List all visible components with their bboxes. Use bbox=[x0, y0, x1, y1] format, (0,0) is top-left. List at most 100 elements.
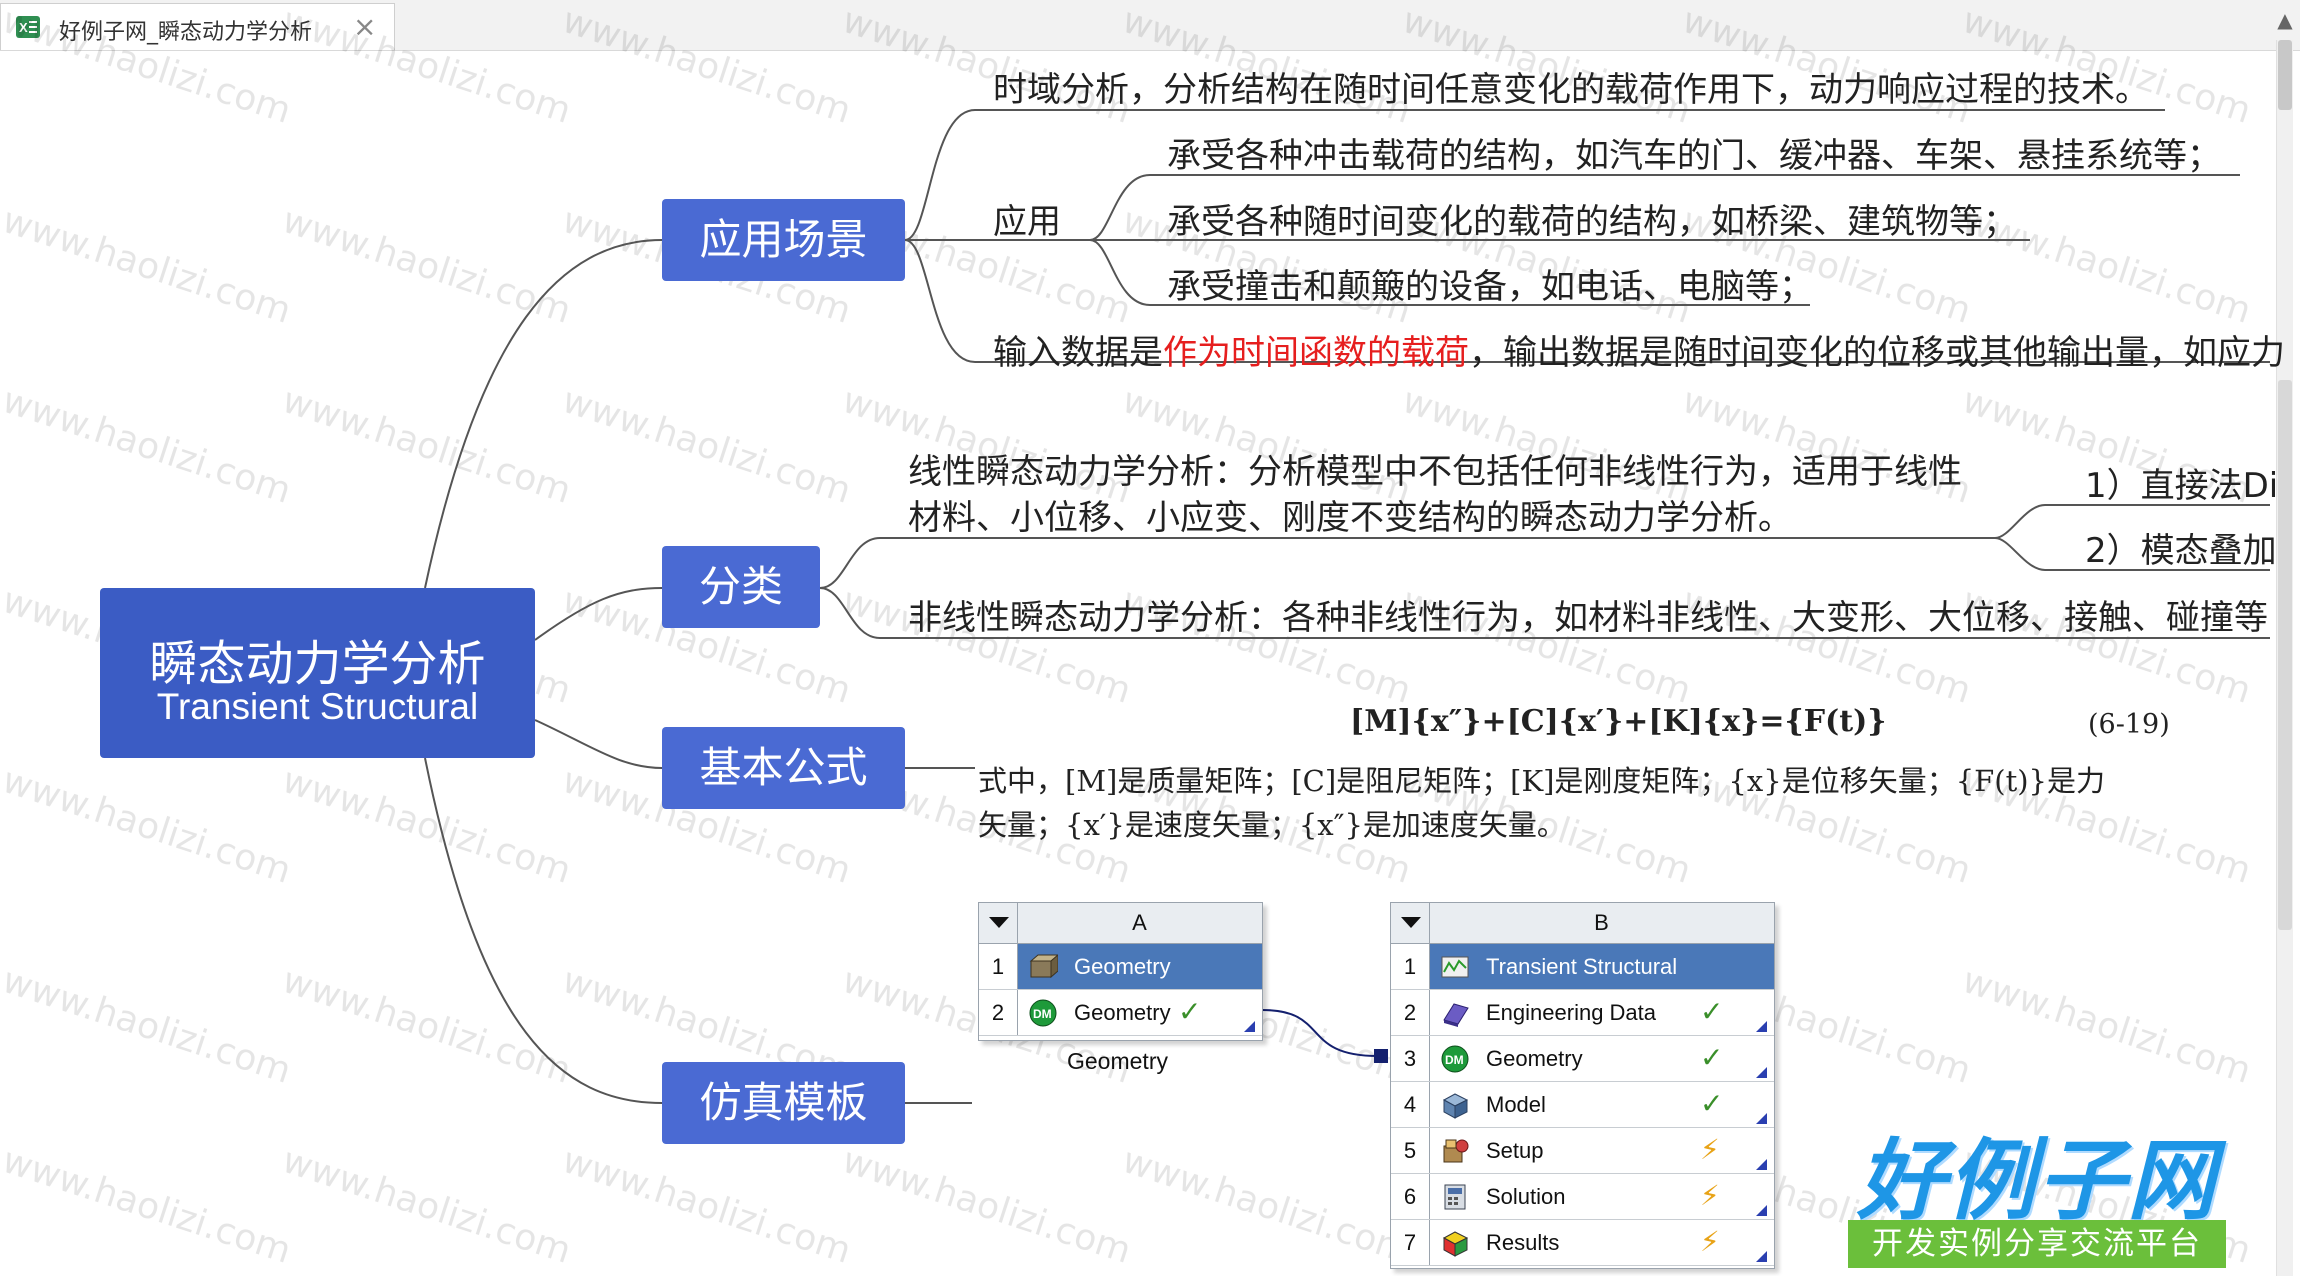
cell-corner-triangle-icon[interactable] bbox=[1756, 1021, 1767, 1032]
application-item-1[interactable]: 承受各种冲击载荷的结构，如汽车的门、缓冲器、车架、悬挂系统等； bbox=[1167, 136, 2221, 176]
cell-row[interactable]: 2 DM Geometry ✓ bbox=[979, 990, 1262, 1036]
cell-label: Geometry bbox=[1074, 954, 1171, 979]
subtopic-definition[interactable]: 时域分析，分析结构在随时间任意变化的载荷作用下，动力响应过程的技术。 bbox=[993, 70, 2149, 110]
io-highlight: 作为时间函数的载荷 bbox=[1163, 333, 1469, 373]
solution-icon bbox=[1440, 1182, 1470, 1212]
tab-close-icon[interactable]: × bbox=[353, 10, 377, 43]
equation-description-line1: 式中，[M]是质量矩阵；[C]是阻尼矩阵；[K]是刚度矩阵；{x}是位移矢量；{… bbox=[978, 764, 2105, 798]
logo-title: 好例子网 bbox=[1856, 1129, 2217, 1232]
row-number: 2 bbox=[1391, 990, 1430, 1035]
scrollbar-thumb-secondary[interactable] bbox=[2278, 380, 2292, 930]
scroll-up-arrow-icon[interactable]: ▲ bbox=[2277, 8, 2293, 32]
root-title-cn: 瞬态动力学分析 bbox=[149, 636, 486, 692]
vertical-scrollbar[interactable] bbox=[2276, 40, 2293, 1276]
topic-simulation-template[interactable]: 仿真模板 bbox=[662, 1062, 905, 1144]
up-to-date-check-icon: ✓ bbox=[1700, 995, 1724, 1028]
designmodeler-icon: DM bbox=[1440, 1044, 1470, 1074]
cell-body[interactable]: Solution ⚡ bbox=[1430, 1174, 1774, 1219]
results-icon bbox=[1440, 1228, 1470, 1258]
cell-body[interactable]: Results⚡ bbox=[1430, 1220, 1774, 1265]
cell-body[interactable]: Geometry bbox=[1018, 944, 1262, 989]
tab-title: 好例子网_瞬态动力学分析 bbox=[59, 20, 313, 45]
update-required-lightning-icon: ⚡ bbox=[1700, 1225, 1720, 1258]
row-number: 1 bbox=[979, 944, 1018, 989]
root-title-en: Transient Structural bbox=[156, 686, 479, 727]
cell-label: Geometry bbox=[1486, 1046, 1583, 1071]
scrollbar-thumb[interactable] bbox=[2278, 40, 2292, 110]
cell-label: Engineering Data bbox=[1486, 1000, 1657, 1025]
nonlinear-analysis[interactable]: 非线性瞬态动力学分析：各种非线性行为，如材料非线性、大变形、大位移、接触、碰撞等 bbox=[908, 598, 2268, 638]
application-item-3[interactable]: 承受撞击和颠簸的设备，如电话、电脑等； bbox=[1167, 267, 1813, 307]
xmind-file-icon: X bbox=[16, 16, 40, 38]
io-prefix: 输入数据是 bbox=[993, 333, 1163, 373]
cell-row[interactable]: 1 Geometry bbox=[979, 944, 1262, 990]
cell-body[interactable]: Transient Structural bbox=[1430, 944, 1774, 989]
system-a-letter: A bbox=[1132, 910, 1147, 935]
svg-text:X: X bbox=[19, 20, 28, 35]
topic-classification[interactable]: 分类 bbox=[662, 546, 820, 628]
up-to-date-check-icon: ✓ bbox=[1178, 995, 1202, 1028]
application-item-2[interactable]: 承受各种随时间变化的载荷的结构，如桥梁、建筑物等； bbox=[1167, 202, 2017, 242]
system-a-caption[interactable]: Geometry bbox=[1067, 1048, 1168, 1074]
cell-corner-triangle-icon[interactable] bbox=[1756, 1251, 1767, 1262]
subtopic-io-data[interactable]: 输入数据是作为时间函数的载荷，输出数据是随时间变化的位移或其他输出量，如应力 bbox=[993, 325, 2285, 374]
cell-body[interactable]: Model ✓ bbox=[1430, 1082, 1774, 1127]
cell-label: Geometry bbox=[1074, 1000, 1171, 1025]
topic-application-scenarios[interactable]: 应用场景 bbox=[662, 199, 905, 281]
setup-icon bbox=[1440, 1136, 1470, 1166]
geometry-box-icon bbox=[1028, 952, 1060, 982]
cell-corner-triangle-icon[interactable] bbox=[1244, 1021, 1255, 1032]
cell-corner-triangle-icon[interactable] bbox=[1756, 1113, 1767, 1124]
root-topic[interactable]: 瞬态动力学分析 Transient Structural bbox=[100, 588, 535, 758]
method-direct[interactable]: 1）直接法Di bbox=[2085, 466, 2279, 506]
cell-corner-triangle-icon[interactable] bbox=[1756, 1067, 1767, 1078]
system-a-dropdown-icon[interactable] bbox=[979, 903, 1018, 943]
linear-analysis-line2[interactable]: 材料、小位移、小应变、刚度不变结构的瞬态动力学分析。 bbox=[908, 498, 1792, 538]
subtopic-application[interactable]: 应用 bbox=[993, 202, 1061, 242]
system-a-header: A bbox=[979, 903, 1262, 944]
system-b-header: B bbox=[1391, 903, 1774, 944]
linear-analysis-line1[interactable]: 线性瞬态动力学分析：分析模型中不包括任何非线性行为，适用于线性 bbox=[908, 452, 1962, 492]
cell-body[interactable]: DM Geometry ✓ bbox=[1018, 990, 1262, 1035]
cell-label: Transient Structural bbox=[1486, 954, 1678, 979]
cell-row[interactable]: 4 Model ✓ bbox=[1391, 1082, 1774, 1128]
update-required-lightning-icon: ⚡ bbox=[1700, 1179, 1720, 1212]
cell-body[interactable]: Engineering Data ✓ bbox=[1430, 990, 1774, 1035]
link-endpoint-marker bbox=[1374, 1049, 1388, 1063]
cell-corner-triangle-icon[interactable] bbox=[1756, 1159, 1767, 1170]
up-to-date-check-icon: ✓ bbox=[1700, 1087, 1724, 1120]
designmodeler-icon: DM bbox=[1028, 998, 1058, 1028]
cell-row[interactable]: 2 Engineering Data ✓ bbox=[1391, 990, 1774, 1036]
document-tab[interactable]: X 好例子网_瞬态动力学分析 × bbox=[0, 3, 395, 50]
svg-text:DM: DM bbox=[1445, 1053, 1464, 1067]
model-mesh-icon bbox=[1440, 1090, 1470, 1120]
topic-basic-formula[interactable]: 基本公式 bbox=[662, 727, 905, 809]
cell-label: Setup bbox=[1486, 1138, 1544, 1163]
system-b-dropdown-icon[interactable] bbox=[1391, 903, 1430, 943]
equation-number: (6-19) bbox=[2088, 709, 2170, 740]
io-suffix: ，输出数据是随时间变化的位移或其他输出量，如应力 bbox=[1469, 333, 2285, 373]
row-number: 3 bbox=[1391, 1036, 1430, 1081]
cell-corner-triangle-icon[interactable] bbox=[1756, 1205, 1767, 1216]
cell-label: Solution bbox=[1486, 1184, 1566, 1209]
row-number: 4 bbox=[1391, 1082, 1430, 1127]
site-logo: 好例子网 开发实例分享交流平台 bbox=[1848, 1110, 2226, 1270]
dynamics-equation: [M]{x″}+[C]{x′}+[K]{x}={F(t)} bbox=[1350, 704, 1887, 739]
cell-body[interactable]: Setup⚡ bbox=[1430, 1128, 1774, 1173]
cell-label: Model bbox=[1486, 1092, 1546, 1117]
logo-tagline: 开发实例分享交流平台 bbox=[1848, 1220, 2226, 1268]
row-number: 7 bbox=[1391, 1220, 1430, 1265]
system-b-letter: B bbox=[1594, 910, 1609, 935]
row-number: 2 bbox=[979, 990, 1018, 1035]
method-modal-superposition[interactable]: 2）模态叠加 bbox=[2085, 531, 2277, 571]
